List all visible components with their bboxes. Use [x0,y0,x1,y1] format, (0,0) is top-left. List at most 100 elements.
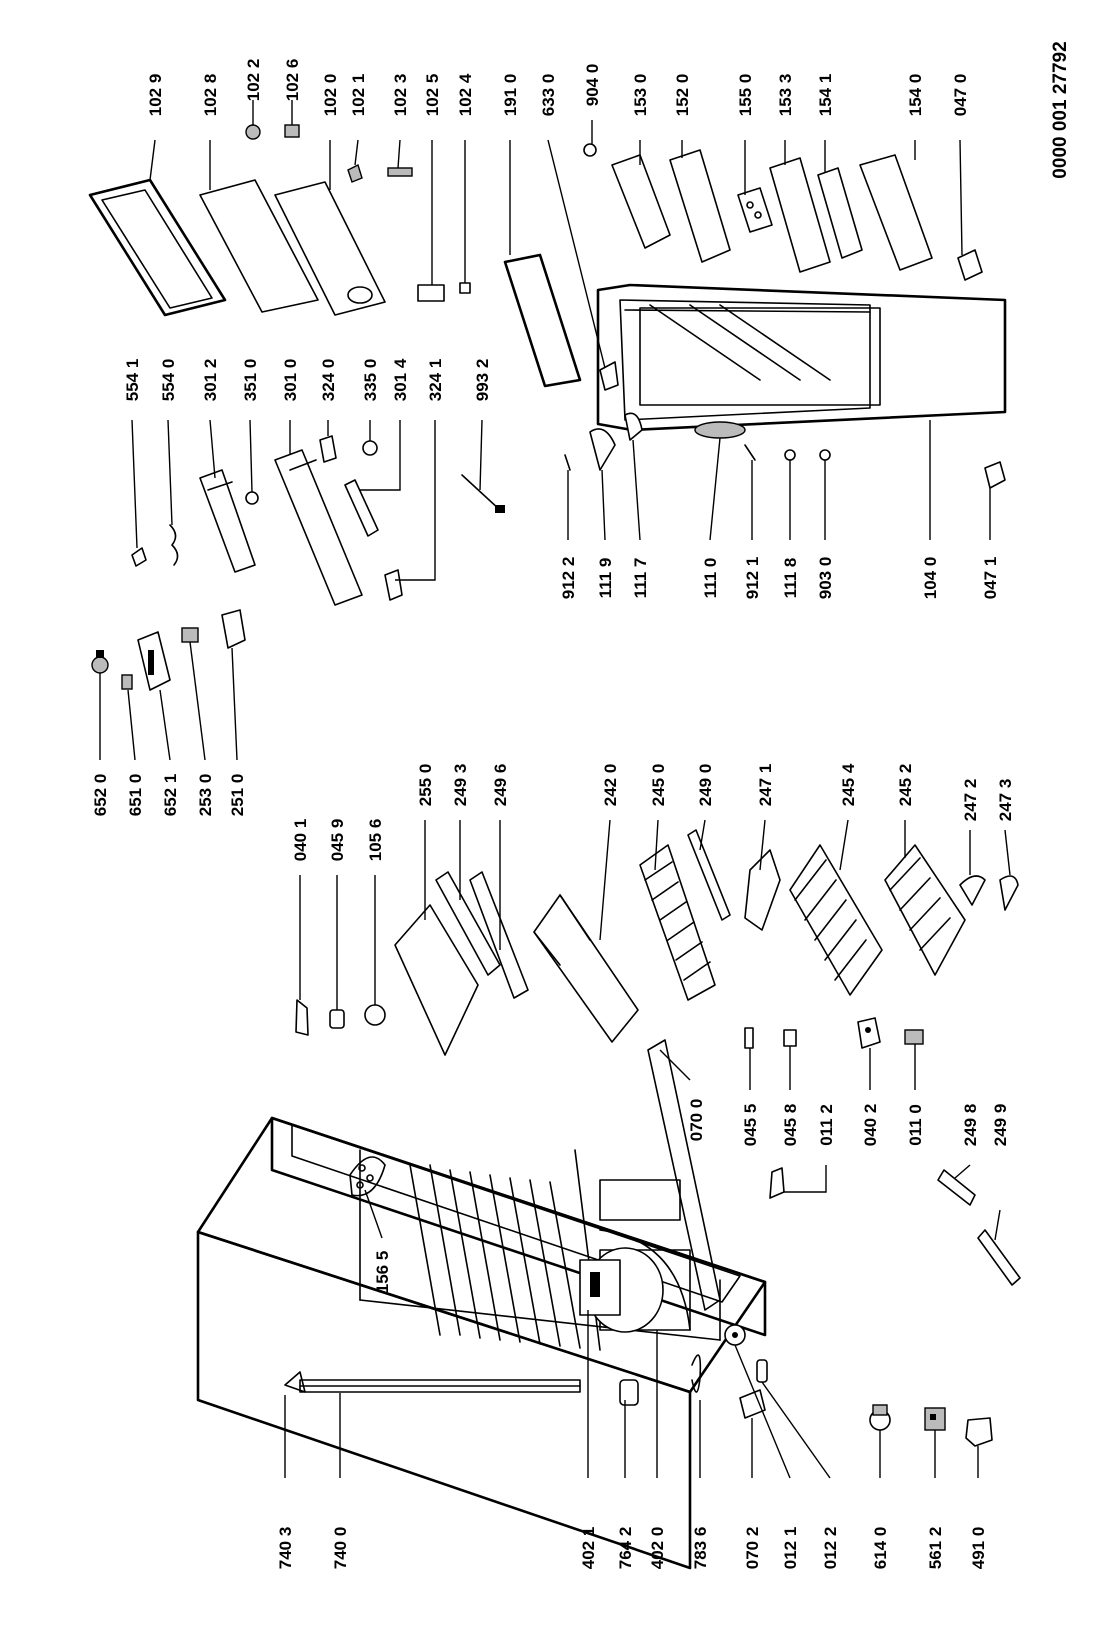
label-993-2: 993 2 [473,359,492,402]
label-255-0: 255 0 [416,764,435,807]
crisper-242-0 [533,894,639,1043]
label-245-0: 245 0 [649,764,668,807]
label-402-1: 402 1 [579,1527,598,1570]
egg-tray-155-0 [737,187,773,233]
label-491-0: 491 0 [969,1527,988,1570]
knob-335-0 [362,440,378,456]
label-324-0: 324 0 [319,359,338,402]
panel-102-8 [199,179,319,313]
label-070-0: 070 0 [687,1099,706,1142]
shelf-trim-249-3 [435,871,501,976]
screw-912-1 [744,444,756,461]
label-152-0: 152 0 [673,74,692,117]
label-102-8: 102 8 [201,74,220,117]
label-324-1: 324 1 [426,359,445,402]
bracket-249-9 [977,1229,1021,1286]
label-011-0: 011 0 [906,1104,925,1146]
label-651-0: 651 0 [126,774,145,817]
label-102-2: 102 2 [244,59,263,102]
label-111-0: 111 0 [701,558,720,599]
label-740-0: 740 0 [331,1527,350,1570]
clip-247-2 [959,875,986,906]
door-gasket-strip [284,1371,306,1393]
drawing-number: 0000 001 27792 [1050,41,1071,178]
label-045-5: 045 5 [741,1104,760,1147]
label-247-3: 247 3 [996,779,1015,822]
shelf-trim-249-6 [469,871,529,999]
label-247-1: 247 1 [756,764,775,807]
label-253-0: 253 0 [196,774,215,817]
screw-912-2 [564,454,571,471]
label-245-4: 245 4 [839,763,858,806]
door-104-0 [596,283,1007,432]
lamp-652-0 [91,650,109,674]
label-111-8: 111 8 [781,558,800,599]
label-040-2: 040 2 [861,1104,880,1147]
panel-102-0 [274,181,386,316]
wire-shelf-245-0 [639,844,716,1001]
control-box-301-2 [199,469,256,573]
screw-011-0 [904,1029,924,1045]
plug-253-0 [181,627,199,643]
foot-047-0 [957,249,983,281]
label-047-1: 047 1 [981,557,1000,600]
bracket-324-0 [319,435,337,463]
pin-111-8 [784,449,796,461]
spring-554-0 [169,524,179,566]
clip-102-3 [387,167,413,177]
thermostat-part [869,1404,891,1431]
label-102-6: 102 6 [283,59,302,102]
label-764-2: 764 2 [616,1527,635,1570]
wire-shelf-245-4 [789,844,883,996]
hinge-040-2 [857,1017,881,1049]
bottle-holder-154-1 [817,167,863,259]
knob-351-0 [245,491,259,505]
wire-shelf-245-2 [884,844,966,976]
lamp-holder-651-0 [121,674,133,690]
screw-045-8 [783,1029,797,1047]
label-102-3: 102 3 [391,74,410,117]
label-102-1: 102 1 [349,74,368,117]
label-102-0: 102 0 [321,74,340,117]
label-561-2: 561 2 [926,1527,945,1570]
vent-grille-icon [349,1156,386,1197]
balcony-152-0 [669,149,731,263]
label-045-8: 045 8 [781,1104,800,1147]
label-102-5: 102 5 [423,74,442,117]
leader-lines [99,100,1011,1479]
small-plate [739,1389,766,1419]
label-912-2: 912 2 [559,557,578,600]
washer-904-0 [583,143,597,157]
label-111-9: 111 9 [596,558,615,599]
pin-903-0 [819,449,831,461]
bracket-249-8 [937,1169,976,1206]
label-251-0: 251 0 [228,774,247,817]
relay-part [924,1407,946,1431]
clip-247-3 [999,875,1019,911]
label-249-3: 249 3 [451,764,470,807]
knob-102-2 [245,124,261,140]
bracket-324-1 [384,569,403,601]
label-153-3: 153 3 [776,74,795,117]
door-bar-191-0 [503,253,582,388]
label-105-6: 105 6 [366,819,385,862]
bush-045-9 [329,1009,345,1029]
label-245-2: 245 2 [896,764,915,807]
pad-102-5 [417,284,445,302]
label-154-1: 154 1 [816,74,835,117]
foot-pin [756,1359,768,1383]
cover-251-0 [221,609,246,649]
label-301-2: 301 2 [201,359,220,402]
label-554-1: 554 1 [123,359,142,402]
label-153-0: 153 0 [631,74,650,117]
label-301-0: 301 0 [281,359,300,402]
cabinet-body [196,1039,767,1570]
clip-554-1 [131,547,147,567]
label-249-6: 249 6 [491,764,510,807]
balcony-153-3 [769,157,831,273]
label-111-7: 111 7 [631,558,650,599]
label-102-9: 102 9 [146,74,165,117]
label-783-6: 783 6 [691,1527,710,1570]
label-249-9: 249 9 [991,1104,1010,1147]
